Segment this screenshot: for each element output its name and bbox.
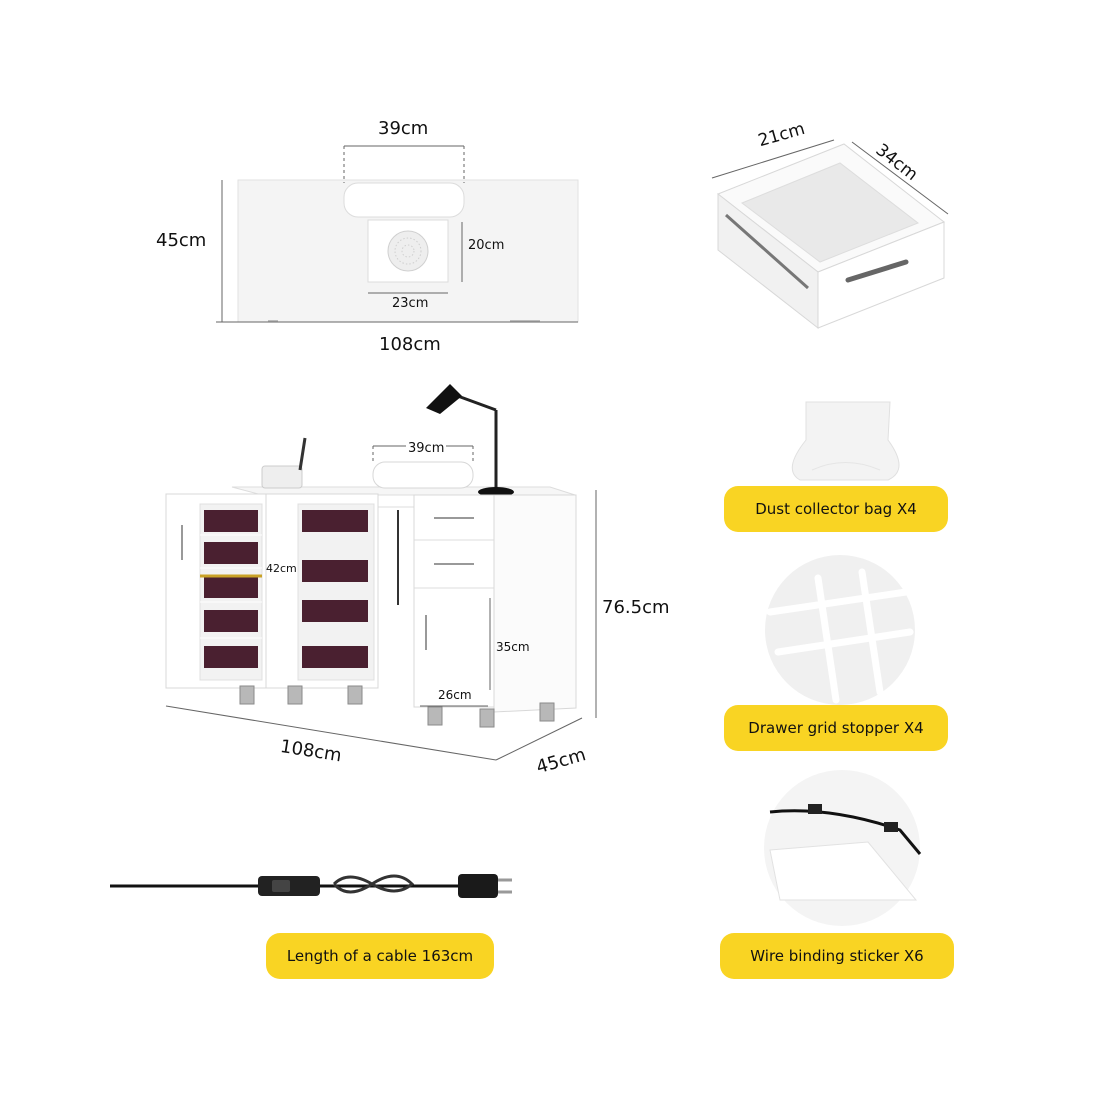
top-depth-label: 45cm	[156, 230, 207, 251]
desk-height-label: 76.5cm	[602, 597, 670, 618]
drawer-dimension-lines	[711, 139, 949, 215]
fan-grille	[387, 230, 429, 272]
drawer-grid-stopper-pill: Drawer grid stopper X4	[724, 705, 948, 751]
plug	[458, 874, 498, 898]
drawer-illustration	[717, 143, 945, 330]
armrest-top	[343, 182, 465, 218]
top-view-table	[237, 179, 579, 323]
drawer-column	[413, 494, 495, 708]
wire-sticker-image	[764, 770, 922, 926]
desk-armrest-width-label: 39cm	[406, 441, 447, 456]
cable-length-label: Length of a cable 163cm	[286, 947, 474, 965]
lamp-head	[426, 384, 462, 414]
top-armrest-width-label: 39cm	[378, 118, 429, 139]
grid-stopper-image	[765, 555, 915, 705]
dust-bag-image	[791, 401, 900, 481]
nail-desk-illustration	[165, 384, 577, 728]
top-fan-width-label: 23cm	[392, 296, 429, 311]
wire-binding-sticker-label: Wire binding sticker X6	[750, 947, 924, 965]
cabinet-width-label: 26cm	[438, 688, 472, 702]
nail-drill	[261, 465, 303, 489]
shelf-depth-label: 42cm	[266, 562, 297, 575]
dust-collector-bag-label: Dust collector bag X4	[755, 500, 917, 518]
dust-collector-bag-pill: Dust collector bag X4	[724, 486, 948, 532]
drawer-grid-stopper-label: Drawer grid stopper X4	[748, 719, 924, 737]
wire-binding-sticker-pill: Wire binding sticker X6	[720, 933, 954, 979]
cabinet-height-label: 35cm	[496, 640, 530, 654]
top-length-label: 108cm	[379, 334, 441, 355]
armrest	[372, 461, 474, 489]
top-view-dimension-lines	[216, 145, 578, 323]
power-cable-illustration	[110, 874, 512, 898]
cable-length-pill: Length of a cable 163cm	[266, 933, 494, 979]
top-fan-height-label: 20cm	[468, 238, 505, 253]
